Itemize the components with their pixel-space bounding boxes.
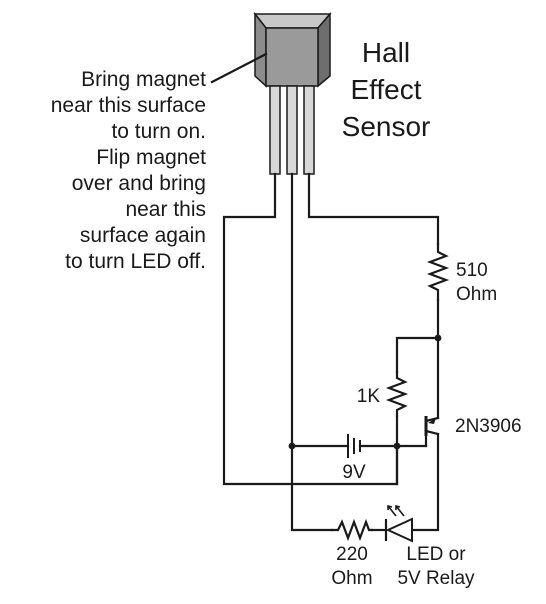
- sensor-lead-1: [269, 85, 281, 175]
- transistor-2n3906: [424, 416, 440, 448]
- title-line-1: Hall: [362, 37, 410, 68]
- hall-sensor: [253, 11, 332, 175]
- junction-dot-battery: [288, 442, 296, 450]
- instruction-line-4: Flip magnet: [96, 146, 206, 169]
- sensor-front-face: [265, 27, 319, 87]
- sensor-lead-2: [286, 85, 298, 175]
- sensor-top-face: [253, 13, 332, 29]
- resistor-1k-value: 1K: [357, 386, 381, 407]
- wires: [222, 172, 440, 532]
- instruction-line-3: to turn on.: [111, 120, 206, 143]
- battery-9v: [347, 434, 361, 458]
- instruction-text: Bring magnet near this surface to turn o…: [51, 68, 206, 273]
- led-label-line-1: LED or: [406, 544, 466, 565]
- led-ray-2-head: [395, 504, 401, 510]
- led-label-line-2: 5V Relay: [397, 568, 475, 589]
- transistor-collector: [424, 429, 440, 436]
- resistor-510-unit: Ohm: [456, 284, 497, 305]
- title-line-2: Effect: [350, 74, 421, 105]
- transistor-label: 2N3906: [455, 416, 522, 437]
- resistor-510-symbol: [426, 242, 450, 302]
- resistor-1k-symbol: [385, 370, 409, 418]
- resistor-510-value: 510: [456, 260, 488, 281]
- resistor-220-value: 220: [336, 544, 368, 565]
- transistor-arrow: [428, 418, 436, 424]
- led-ray-2: [395, 505, 405, 517]
- battery-label: 9V: [342, 462, 366, 483]
- wire-collector-to-led: [410, 432, 440, 532]
- instruction-line-1: Bring magnet: [81, 68, 206, 91]
- instruction-line-2: near this surface: [51, 94, 206, 117]
- led-triangle: [385, 517, 413, 543]
- instruction-line-8: to turn LED off.: [65, 250, 206, 273]
- instruction-line-7: surface again: [80, 224, 206, 247]
- wire-middle-lead: [290, 172, 334, 532]
- led-symbol: [384, 504, 413, 543]
- led-ray-1-head: [387, 504, 393, 510]
- instruction-line-6: near this: [125, 198, 206, 221]
- transistor-emitter: [424, 416, 440, 423]
- wire-left-loop: [222, 172, 399, 486]
- instruction-line-5: over and bring: [72, 172, 206, 195]
- junction-dot-510: [434, 334, 442, 342]
- junction-dot-1k: [393, 442, 401, 450]
- resistor-220-unit: Ohm: [331, 568, 372, 589]
- sensor-right-face: [317, 11, 331, 88]
- wire-1k-top: [395, 336, 440, 374]
- pointer-line: [210, 52, 268, 84]
- title-line-3: Sensor: [342, 111, 431, 142]
- led-ray-1: [387, 505, 397, 517]
- resistor-220-symbol: [330, 518, 374, 542]
- wire-right-lead: [307, 172, 440, 246]
- sensor-left-face: [254, 11, 267, 88]
- sensor-lead-3: [303, 85, 315, 175]
